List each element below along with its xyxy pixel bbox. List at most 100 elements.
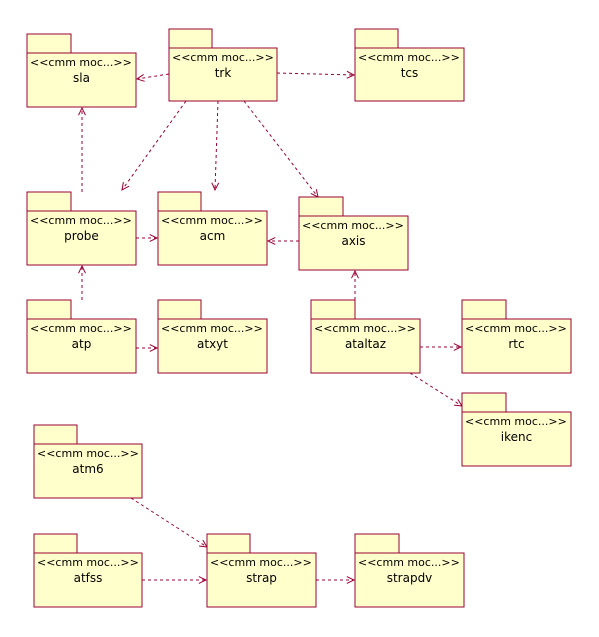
package-strapdv[interactable]: <<cmm moc...>>strapdv bbox=[354, 533, 465, 608]
package-name: sla bbox=[73, 71, 90, 85]
package-stereotype: <<cmm moc...>> bbox=[465, 415, 567, 428]
package-name: atp bbox=[72, 337, 92, 351]
package-name: atxyt bbox=[197, 337, 228, 351]
package-acm[interactable]: <<cmm moc...>>acm bbox=[157, 191, 268, 266]
package-stereotype: <<cmm moc...>> bbox=[302, 219, 404, 232]
package-tcs[interactable]: <<cmm moc...>>tcs bbox=[354, 28, 465, 102]
arrow-head-icon bbox=[149, 344, 159, 352]
package-tab bbox=[168, 28, 213, 49]
dependency-atfss-to-strap bbox=[142, 576, 208, 584]
package-stereotype: <<cmm moc...>> bbox=[172, 51, 274, 64]
package-sla[interactable]: <<cmm moc...>> sla bbox=[26, 33, 137, 108]
package-name: ikenc bbox=[501, 430, 532, 444]
package-name: strapdv bbox=[387, 571, 433, 585]
package-name: trk bbox=[215, 66, 232, 80]
arrow-head-icon bbox=[198, 539, 208, 548]
dependency-probe-to-acm bbox=[136, 234, 159, 242]
dependency-ataltaz-to-axis bbox=[351, 269, 359, 300]
package-stereotype: <<cmm moc...>> bbox=[37, 447, 139, 460]
package-tab bbox=[461, 392, 507, 413]
package-trk[interactable]: <<cmm moc...>> trk bbox=[168, 28, 278, 102]
package-name: atm6 bbox=[72, 462, 103, 476]
package-body bbox=[298, 215, 409, 271]
package-axis[interactable]: <<cmm moc...>> axis bbox=[298, 196, 409, 271]
package-ikenc[interactable]: <<cmm moc...>> ikenc bbox=[461, 392, 572, 467]
dependency-line bbox=[243, 100, 319, 198]
arrow-head-icon bbox=[78, 106, 86, 116]
dependency-line bbox=[214, 100, 219, 191]
package-name: axis bbox=[341, 234, 365, 248]
arrow-head-icon bbox=[135, 74, 145, 82]
package-stereotype: <<cmm moc...>> bbox=[30, 56, 132, 69]
package-layer: <<cmm moc...>>sla<<cmm moc...>>trk<<cmm … bbox=[26, 28, 572, 608]
arrow-head-icon bbox=[266, 237, 276, 245]
package-stereotype: <<cmm moc...>> bbox=[30, 214, 132, 227]
arrow-head-icon bbox=[346, 576, 356, 584]
package-ataltaz[interactable]: <<cmm moc...>> ataltaz bbox=[310, 299, 421, 374]
dependency-line bbox=[136, 73, 170, 80]
package-tab bbox=[157, 191, 202, 212]
package-body bbox=[26, 318, 137, 374]
package-body bbox=[354, 552, 465, 608]
package-strap[interactable]: <<cmm moc...>>strap bbox=[206, 533, 317, 608]
dependency-atp-to-atxyt bbox=[136, 344, 159, 352]
dependency-ataltaz-to-rtc bbox=[420, 343, 463, 351]
package-body bbox=[461, 411, 572, 467]
dependency-line bbox=[121, 100, 187, 191]
package-tab bbox=[33, 424, 78, 445]
package-body bbox=[157, 210, 268, 266]
dependency-ataltaz-to-ikenc bbox=[409, 372, 463, 407]
package-name: probe bbox=[64, 229, 99, 243]
dependency-probe-to-sla bbox=[78, 106, 86, 192]
package-tab bbox=[26, 191, 72, 212]
package-probe[interactable]: <<cmm moc...>> probe bbox=[26, 191, 137, 266]
package-body bbox=[33, 443, 143, 499]
package-name: acm bbox=[200, 229, 226, 243]
dependency-atp-to-probe bbox=[78, 264, 86, 300]
package-tab bbox=[206, 533, 251, 554]
dependency-line bbox=[130, 497, 208, 548]
arrow-head-icon bbox=[149, 234, 159, 242]
package-name: rtc bbox=[508, 337, 524, 351]
arrow-head-icon bbox=[346, 70, 356, 79]
package-body bbox=[168, 47, 278, 102]
package-rtc[interactable]: <<cmm moc...>> rtc bbox=[461, 299, 572, 374]
dependency-trk-to-probe bbox=[121, 100, 187, 191]
dependency-atm6-to-strap bbox=[130, 497, 208, 548]
package-tab bbox=[461, 299, 507, 320]
dependency-strap-to-strapdv bbox=[316, 576, 356, 584]
dependency-trk-to-acm bbox=[211, 100, 220, 192]
package-tab bbox=[298, 196, 344, 217]
package-body bbox=[206, 552, 317, 608]
package-body bbox=[354, 47, 465, 102]
arrow-head-icon bbox=[453, 398, 463, 407]
dependency-layer bbox=[78, 70, 463, 584]
package-tab bbox=[354, 533, 400, 554]
package-stereotype: <<cmm moc...>> bbox=[358, 51, 460, 64]
dependency-trk-to-sla bbox=[135, 73, 170, 82]
dependency-axis-to-acm bbox=[266, 237, 299, 245]
package-body bbox=[33, 552, 143, 608]
package-stereotype: <<cmm moc...>> bbox=[314, 322, 416, 335]
package-tab bbox=[157, 299, 202, 320]
package-name: ataltaz bbox=[345, 337, 386, 351]
package-atm6[interactable]: <<cmm moc...>> atm6 bbox=[33, 424, 143, 499]
arrow-head-icon bbox=[351, 269, 359, 279]
package-tab bbox=[354, 28, 399, 49]
package-tab bbox=[33, 533, 78, 554]
package-body bbox=[26, 210, 137, 266]
dependency-trk-to-tcs bbox=[276, 70, 356, 79]
package-atfss[interactable]: <<cmm moc...>>atfss bbox=[33, 533, 143, 608]
package-atp[interactable]: <<cmm moc...>>atp bbox=[26, 299, 137, 374]
arrow-head-icon bbox=[453, 343, 463, 351]
package-body bbox=[310, 318, 421, 374]
arrow-head-icon bbox=[121, 182, 130, 191]
package-tab bbox=[26, 299, 72, 320]
package-tab bbox=[310, 299, 356, 320]
package-atxyt[interactable]: <<cmm moc...>> atxyt bbox=[157, 299, 268, 374]
package-stereotype: <<cmm moc...>> bbox=[465, 322, 567, 335]
package-stereotype: <<cmm moc...>> bbox=[37, 556, 139, 569]
arrow-head-icon bbox=[211, 182, 220, 192]
package-stereotype: <<cmm moc...>> bbox=[161, 322, 263, 335]
